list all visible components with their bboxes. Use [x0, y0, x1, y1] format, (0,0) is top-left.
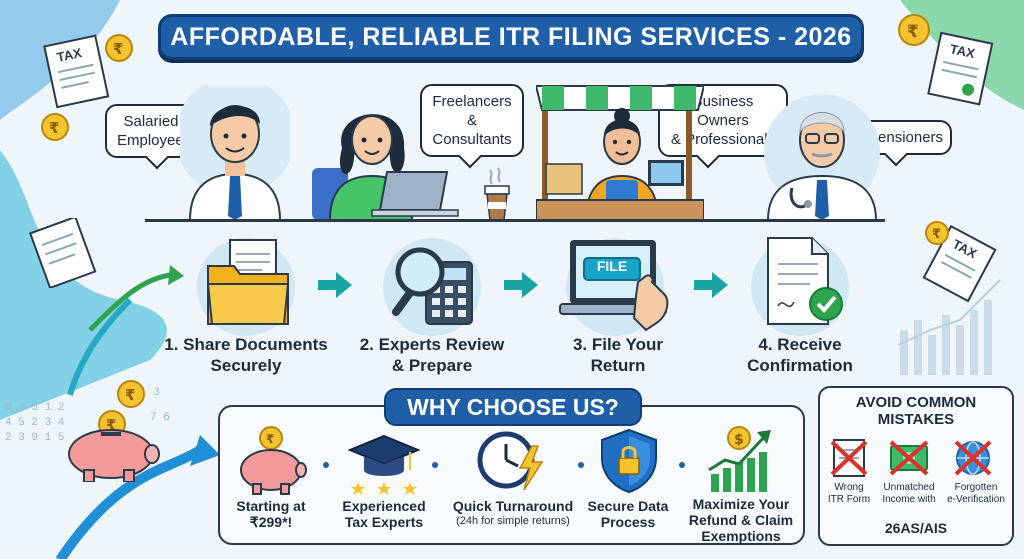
svg-text:₹: ₹	[113, 40, 123, 58]
svg-text:₹: ₹	[932, 227, 941, 242]
page-title: AFFORDABLE, RELIABLE ITR FILING SERVICES…	[158, 14, 864, 60]
svg-text:$: $	[734, 432, 744, 448]
step-arrow-icon	[694, 272, 728, 298]
tax-document-icon: TAX	[43, 34, 110, 109]
globe-cross-icon	[954, 440, 992, 476]
avoid-mistakes-title: AVOID COMMON MISTAKES	[855, 394, 977, 428]
feature-secure-label: Secure Data Process	[587, 498, 669, 530]
piggy-bank-icon: ₹ ₹	[68, 380, 160, 482]
why-choose-us-title: WHY CHOOSE US?	[384, 388, 642, 426]
feature-turnaround-sub: (24h for simple returns)	[456, 515, 570, 527]
separator-dot	[679, 462, 685, 468]
step-2-label: 2. Experts Review & Prepare	[359, 335, 505, 375]
mistake-footer-26as: 26AS/AIS	[884, 520, 948, 536]
step-3-label: 3. File Your Return	[572, 335, 664, 375]
feature-experts: Experienced Tax Experts	[324, 498, 444, 530]
document-check-icon	[767, 237, 843, 325]
step-arrow-icon	[504, 272, 538, 298]
file-button-label: FILE	[596, 258, 628, 274]
folder-icon	[206, 239, 290, 325]
rupee-coin-icon: ₹	[898, 14, 930, 46]
step-arrow-icon	[318, 272, 352, 298]
growth-chart-icon: $	[708, 426, 771, 492]
feature-turnaround: Quick Turnaround (24h for simple returns…	[446, 498, 580, 528]
separator-dot	[578, 462, 584, 468]
ground-line	[145, 219, 885, 222]
magnifier-calculator-icon	[392, 247, 473, 325]
step-4-label: 4. Receive Confirmation	[747, 335, 853, 375]
piggy-bank-icon: ₹	[240, 426, 307, 495]
mistake-unmatched-income: Unmatched Income with	[882, 482, 936, 505]
wrong-form-icon	[830, 439, 868, 477]
shield-lock-icon	[601, 428, 657, 494]
rupee-coin-icon: ₹	[105, 34, 133, 62]
tax-document-icon: TAX	[927, 31, 994, 106]
feature-maximize-label: Maximize Your Refund & Claim Exemptions	[688, 496, 794, 544]
svg-text:₹: ₹	[49, 119, 59, 137]
document-icon	[28, 218, 97, 288]
svg-text:₹: ₹	[106, 416, 116, 434]
graduation-cap-icon	[348, 434, 420, 495]
step-1-label: 1. Share Documents Securely	[164, 335, 328, 375]
separator-dot	[323, 462, 329, 468]
salaried-employee-illustration	[180, 86, 290, 220]
unmatched-money-icon	[889, 440, 929, 476]
feature-maximize: Maximize Your Refund & Claim Exemptions	[681, 496, 801, 544]
feature-turnaround-label: Quick Turnaround	[452, 498, 574, 514]
feature-experts-label: Experienced Tax Experts	[342, 498, 426, 530]
svg-text:₹: ₹	[266, 432, 274, 446]
laptop-file-icon	[559, 240, 669, 332]
svg-text:TAX: TAX	[949, 41, 977, 61]
mistake-wrong-form: Wrong ITR Form	[827, 482, 871, 505]
tax-document-icon: TAX	[922, 225, 997, 303]
clock-lightning-icon	[477, 431, 544, 491]
svg-text:₹: ₹	[125, 386, 135, 404]
bubble-freelancers: Freelancers & Consultants	[420, 84, 524, 157]
feature-price: Starting at ₹299*!	[211, 498, 331, 530]
rupee-coin-icon: ₹	[925, 221, 949, 245]
svg-text:TAX: TAX	[55, 45, 83, 65]
coffee-cup-icon	[484, 167, 510, 220]
svg-text:₹: ₹	[907, 22, 919, 42]
feature-price-label: Starting at ₹299*!	[236, 498, 306, 530]
feature-secure: Secure Data Process	[568, 498, 688, 530]
business-owner-illustration	[536, 85, 704, 220]
pensioner-doctor-illustration	[764, 94, 880, 220]
separator-dot	[432, 462, 438, 468]
rupee-coin-icon: ₹	[41, 113, 69, 141]
freelancer-illustration	[312, 114, 459, 220]
mistake-forgotten-verification: Forgotten e-Verification	[947, 482, 1005, 505]
